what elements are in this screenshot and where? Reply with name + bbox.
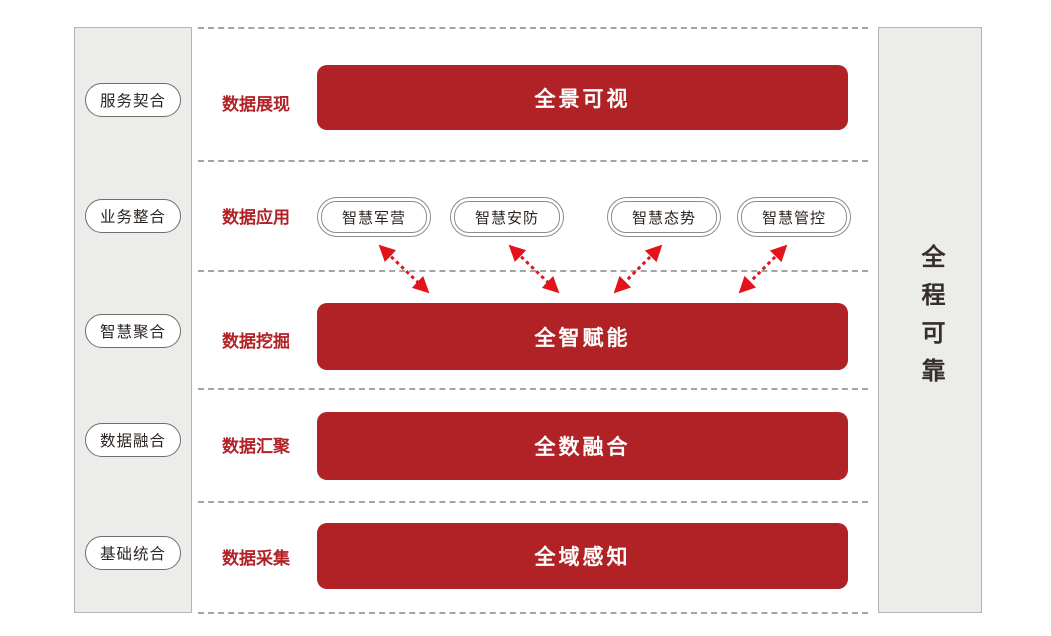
bar-domain-sensing: 全域感知 bbox=[317, 523, 848, 589]
layer-label-collection: 数据采集 bbox=[222, 549, 290, 568]
bar-all-data-fusion: 全数融合 bbox=[317, 412, 848, 480]
flow-arrow-icon bbox=[508, 244, 560, 294]
app-pill-label: 智慧管控 bbox=[741, 201, 847, 233]
dotted-separator bbox=[198, 27, 868, 29]
stage-pill-wisdom: 智慧聚合 bbox=[85, 314, 181, 348]
layer-label-display: 数据展现 bbox=[222, 95, 290, 114]
layer-label-aggregation: 数据汇聚 bbox=[222, 437, 290, 456]
stage-pill-service: 服务契合 bbox=[85, 83, 181, 117]
app-pill-smart-situation: 智慧态势 bbox=[607, 197, 721, 237]
bar-panorama-visual: 全景可视 bbox=[317, 65, 848, 130]
bar-ai-empowerment: 全智赋能 bbox=[317, 303, 848, 370]
flow-arrow-icon bbox=[613, 244, 663, 294]
app-pill-label: 智慧安防 bbox=[454, 201, 560, 233]
layer-label-mining: 数据挖掘 bbox=[222, 332, 290, 351]
app-pill-label: 智慧态势 bbox=[611, 201, 717, 233]
app-pill-smart-barracks: 智慧军营 bbox=[317, 197, 431, 237]
app-pill-label: 智慧军营 bbox=[321, 201, 427, 233]
dotted-separator bbox=[198, 270, 868, 272]
flow-arrow-icon bbox=[378, 244, 430, 294]
dotted-separator bbox=[198, 612, 868, 614]
app-pill-smart-security: 智慧安防 bbox=[450, 197, 564, 237]
flow-arrow-icon bbox=[738, 244, 788, 294]
layer-label-application: 数据应用 bbox=[222, 208, 290, 227]
dotted-separator bbox=[198, 388, 868, 390]
stage-pill-data-fusion: 数据融合 bbox=[85, 423, 181, 457]
stage-pill-foundation: 基础统合 bbox=[85, 536, 181, 570]
vertical-slogan-label: 全程可靠 bbox=[917, 244, 944, 396]
dotted-separator bbox=[198, 160, 868, 162]
left-stage-panel: 服务契合 业务整合 智慧聚合 数据融合 基础统合 bbox=[74, 27, 192, 613]
stage-pill-business: 业务整合 bbox=[85, 199, 181, 233]
app-pill-smart-control: 智慧管控 bbox=[737, 197, 851, 237]
dotted-separator bbox=[198, 501, 868, 503]
right-slogan-panel: 全程可靠 bbox=[878, 27, 982, 613]
